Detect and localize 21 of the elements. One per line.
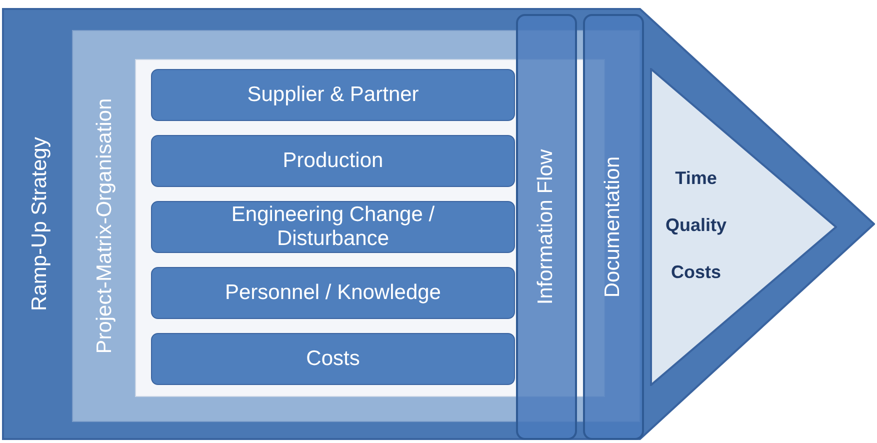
bar-label: Supplier & Partner <box>247 82 419 108</box>
vertical-label: Ramp-Up Strategy <box>28 137 52 311</box>
goal-label: Quality <box>665 215 726 236</box>
category-bar <box>151 333 515 385</box>
vertical-bar <box>583 14 644 440</box>
category-bar <box>151 201 515 253</box>
category-bar <box>151 135 515 187</box>
vertical-label: Information Flow <box>534 149 558 305</box>
triangle-shape <box>650 68 837 386</box>
chevron-arrow-shape <box>2 8 875 440</box>
bar-label: Personnel / Knowledge <box>225 280 441 306</box>
vertical-label: Project-Matrix-Organisation <box>93 98 117 354</box>
vertical-bar <box>516 14 577 440</box>
goal-label: Time <box>675 168 717 189</box>
bar-label: Production <box>282 148 384 174</box>
category-bar <box>151 69 515 121</box>
bar-label: Engineering Change / Disturbance <box>230 202 436 252</box>
category-bar <box>151 267 515 319</box>
vertical-label: Documentation <box>601 156 625 298</box>
goal-label: Costs <box>670 262 721 283</box>
bar-label: Costs <box>306 346 360 372</box>
